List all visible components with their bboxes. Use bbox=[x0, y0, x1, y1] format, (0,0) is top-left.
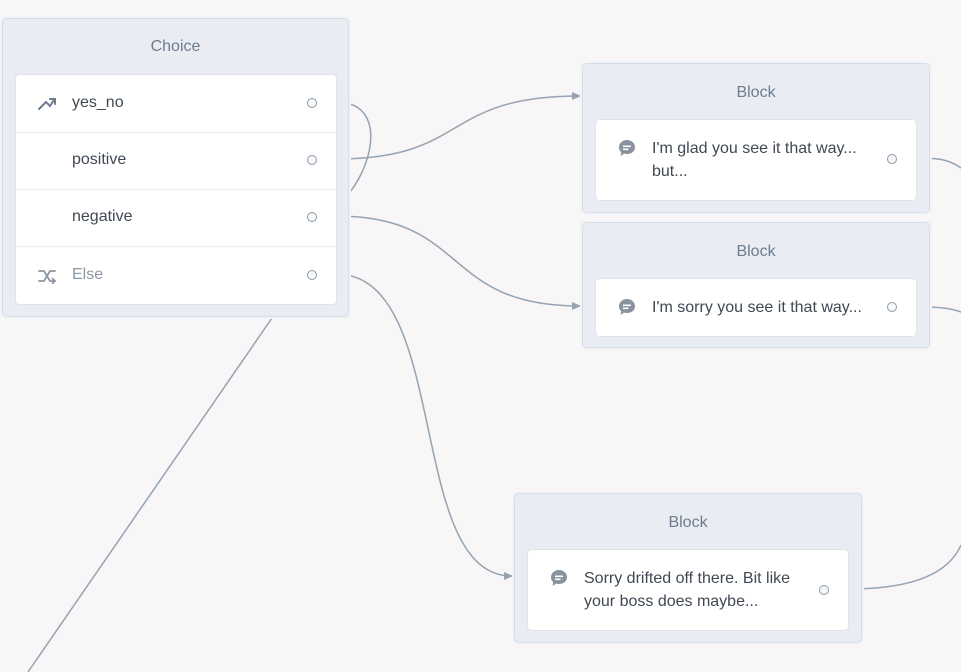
output-port[interactable] bbox=[307, 270, 317, 280]
message-text: I'm glad you see it that way... but... bbox=[652, 137, 857, 183]
choice-options-card: yes_no positive negative Else bbox=[15, 74, 337, 305]
output-port[interactable] bbox=[887, 302, 897, 312]
message-card[interactable]: I'm glad you see it that way... but... bbox=[595, 119, 917, 201]
choice-row-yes-no[interactable]: yes_no bbox=[16, 75, 336, 133]
shuffle-icon bbox=[38, 270, 56, 284]
block-title: Block bbox=[736, 243, 776, 260]
message-line: but... bbox=[652, 163, 688, 180]
split-arrow-icon bbox=[38, 98, 56, 110]
choice-node[interactable]: Choice yes_no positive negative bbox=[2, 18, 349, 317]
message-card[interactable]: I'm sorry you see it that way... bbox=[595, 278, 917, 337]
speech-bubble-icon bbox=[619, 299, 635, 315]
choice-row-label: Else bbox=[72, 266, 104, 283]
message-line: I'm sorry you see it that way... bbox=[652, 299, 862, 316]
choice-row-label: positive bbox=[72, 151, 127, 168]
output-port[interactable] bbox=[819, 585, 829, 595]
output-port[interactable] bbox=[307, 98, 317, 108]
choice-row-negative[interactable]: negative bbox=[16, 189, 336, 247]
message-line: I'm glad you see it that way... bbox=[652, 140, 857, 157]
block-node-2[interactable]: Block I'm sorry you see it that way... bbox=[582, 222, 930, 348]
wire-else-to-block-3 bbox=[335, 273, 513, 580]
wire-incoming-diagonal bbox=[27, 317, 273, 672]
block-node-3[interactable]: Block Sorry drifted off there. Bit like … bbox=[514, 493, 862, 643]
choice-row-label: negative bbox=[72, 208, 133, 225]
wire-negative-to-block-2 bbox=[335, 215, 581, 310]
wire-yes-no-loop bbox=[335, 101, 372, 193]
message-text: Sorry drifted off there. Bit like your b… bbox=[584, 567, 790, 613]
choice-node-title: Choice bbox=[150, 38, 201, 55]
output-port[interactable] bbox=[307, 155, 317, 165]
wire-positive-to-block-1 bbox=[335, 92, 581, 160]
message-card[interactable]: Sorry drifted off there. Bit like your b… bbox=[527, 549, 849, 631]
message-text: I'm sorry you see it that way... bbox=[652, 296, 862, 319]
choice-row-positive[interactable]: positive bbox=[16, 132, 336, 190]
block-title: Block bbox=[736, 84, 776, 101]
message-line: your boss does maybe... bbox=[584, 593, 759, 610]
block-title: Block bbox=[668, 514, 708, 531]
wire-block-3-out bbox=[848, 544, 961, 590]
output-port[interactable] bbox=[307, 212, 317, 222]
choice-row-label: yes_no bbox=[72, 94, 124, 111]
choice-row-else[interactable]: Else bbox=[16, 247, 336, 304]
speech-bubble-icon bbox=[551, 570, 567, 586]
block-node-1[interactable]: Block I'm glad you see it that way... bu… bbox=[582, 63, 930, 213]
output-port[interactable] bbox=[887, 154, 897, 164]
speech-bubble-icon bbox=[619, 140, 635, 156]
message-line: Sorry drifted off there. Bit like bbox=[584, 570, 791, 587]
